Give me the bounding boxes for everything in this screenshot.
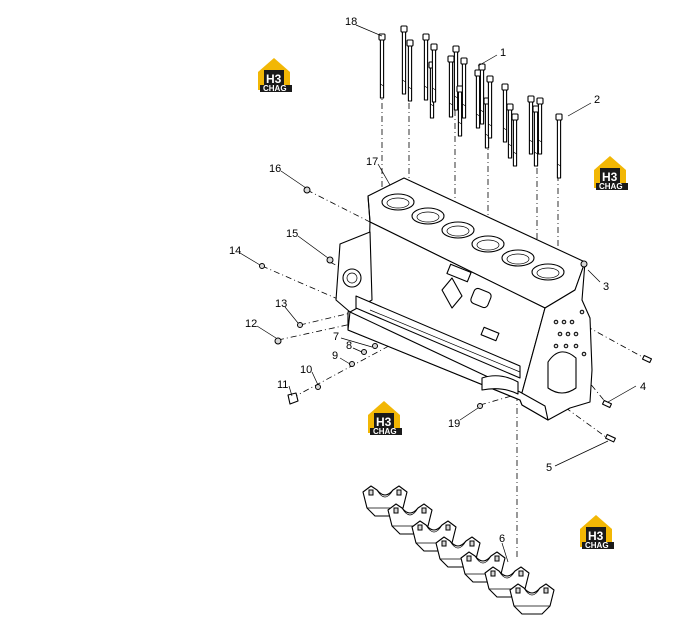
head-bolt: [536, 97, 544, 155]
dowel-4a: [641, 354, 653, 364]
bolt-hole: [573, 343, 579, 349]
plug-13: [297, 322, 303, 328]
svg-text:CHAG: CHAG: [599, 182, 623, 191]
plug-7: [372, 343, 378, 349]
head-bolt: [430, 43, 438, 103]
plug-14: [259, 263, 265, 269]
svg-text:H3: H3: [588, 529, 604, 543]
dowel-4b: [601, 399, 613, 409]
svg-text:CHAG: CHAG: [585, 541, 609, 550]
bolt-hole: [565, 331, 571, 337]
bolt-hole: [569, 319, 575, 325]
plug-19: [477, 403, 483, 409]
plug-8: [361, 349, 367, 355]
head-bolt: [460, 57, 468, 119]
bolt-hole: [553, 319, 559, 325]
callout-12: 12: [245, 318, 257, 330]
callout-labels: 18 1 2 17 16 15 14 3 13 12 7 8 9 10 11 4…: [229, 16, 646, 545]
head-bolt: [378, 33, 386, 99]
head-bolt: [447, 55, 455, 118]
head-bolts: [378, 25, 563, 179]
watermark-logo: H3 CHAG: [580, 515, 614, 550]
callout-7: 7: [333, 331, 339, 343]
plug-15: [326, 256, 334, 264]
bolt-hole: [553, 343, 559, 349]
head-bolt: [422, 33, 430, 101]
callout-9: 9: [332, 350, 338, 362]
head-bolt: [532, 105, 540, 167]
head-bolt: [478, 63, 486, 125]
leader-lines: [239, 24, 637, 563]
callout-19: 19: [448, 418, 460, 430]
head-bolt: [527, 95, 535, 155]
callout-2: 2: [594, 94, 600, 106]
head-bolt: [452, 45, 460, 111]
callout-13: 13: [275, 298, 287, 310]
callout-3: 3: [603, 281, 609, 293]
callout-4: 4: [640, 381, 646, 393]
svg-text:H3: H3: [602, 170, 618, 184]
bolt-hole: [573, 331, 579, 337]
svg-text:H3: H3: [266, 72, 282, 86]
head-bolt: [400, 25, 408, 95]
callout-11: 11: [277, 379, 288, 391]
watermark-logo: H3 CHAG: [594, 156, 628, 191]
fasteners: [259, 186, 653, 443]
head-bolt: [406, 39, 414, 102]
bolt-hole: [581, 351, 587, 357]
callout-17: 17: [366, 156, 378, 168]
plug-3: [580, 260, 588, 268]
callout-16: 16: [269, 163, 281, 175]
callout-10: 10: [300, 364, 312, 376]
engine-block: [335, 177, 593, 421]
plug-10: [315, 384, 321, 390]
plug-11: [287, 392, 299, 405]
head-bolt: [506, 103, 514, 159]
plug-16: [303, 186, 311, 194]
head-bolt: [555, 113, 563, 179]
bearing-cap: [509, 583, 555, 615]
plug-12: [274, 337, 282, 345]
callout-8: 8: [346, 340, 352, 352]
callout-1: 1: [500, 47, 506, 59]
callout-14: 14: [229, 245, 241, 257]
bolt-hole: [557, 331, 563, 337]
watermark-logo: H3 CHAG: [368, 401, 402, 436]
head-bolt: [501, 83, 509, 143]
svg-text:CHAG: CHAG: [373, 427, 397, 436]
dowel-5: [604, 433, 616, 443]
watermark-logo: H3 CHAG: [258, 58, 292, 93]
callout-6: 6: [499, 533, 505, 545]
svg-text:CHAG: CHAG: [263, 84, 287, 93]
bolt-hole: [563, 343, 569, 349]
plug-9: [349, 361, 355, 367]
svg-text:H3: H3: [376, 415, 392, 429]
main-bearing-caps: [362, 485, 555, 615]
callout-5: 5: [546, 462, 552, 474]
callout-18: 18: [345, 16, 357, 28]
head-bolt: [511, 113, 519, 167]
callout-15: 15: [286, 228, 298, 240]
bolt-hole: [579, 309, 585, 315]
bolt-hole: [561, 319, 567, 325]
head-bolt: [486, 75, 494, 139]
head-bolt: [474, 69, 482, 129]
